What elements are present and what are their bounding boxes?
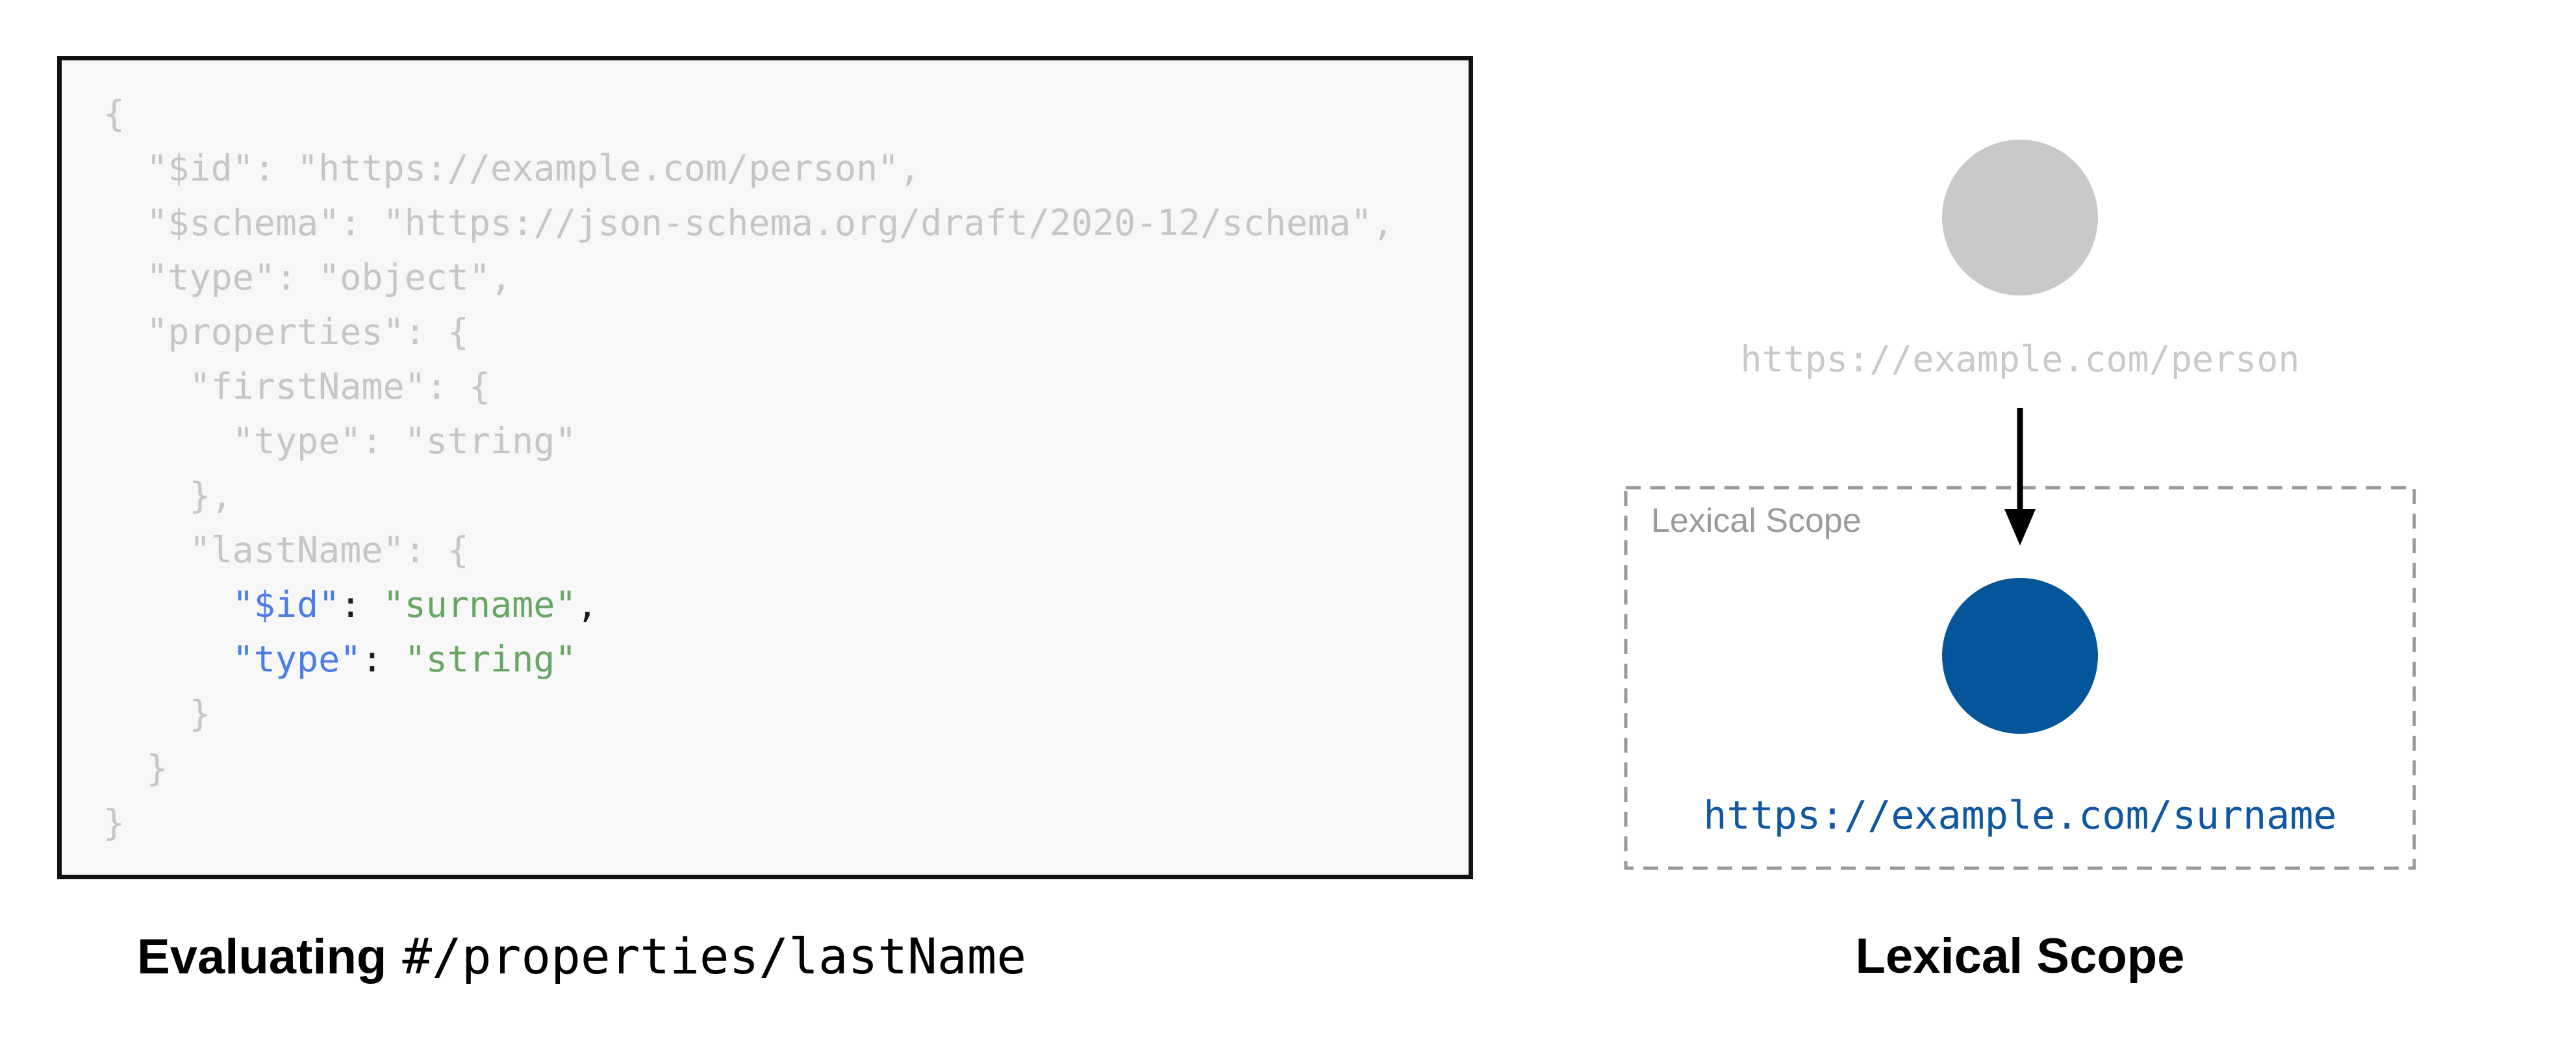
code-token xyxy=(103,584,233,625)
left-caption: Evaluating #/properties/lastName xyxy=(137,927,1026,986)
code-line: { xyxy=(103,86,1453,141)
code-token: "$schema": "https://json-schema.org/draf… xyxy=(103,202,1394,244)
code-token: , xyxy=(576,584,598,625)
code-line: "lastName": { xyxy=(103,523,1453,577)
child-schema-node xyxy=(1942,578,2098,734)
code-token: "type": "string" xyxy=(103,420,577,462)
code-token: "$id" xyxy=(232,584,340,625)
code-token xyxy=(103,638,233,680)
code-line: "$schema": "https://json-schema.org/draf… xyxy=(103,195,1453,250)
json-schema-code-box: { "$id": "https://example.com/person", "… xyxy=(57,56,1473,879)
code-line: } xyxy=(103,686,1453,741)
code-line: }, xyxy=(103,468,1453,523)
left-caption-json-pointer: #/properties/lastName xyxy=(402,927,1027,985)
code-line: } xyxy=(103,795,1453,850)
code-line: "$id": "surname", xyxy=(103,577,1453,632)
child-uri-label: https://example.com/surname xyxy=(1703,793,2337,838)
code-token: "$id": "https://example.com/person", xyxy=(103,147,921,189)
code-token: "surname" xyxy=(383,584,577,625)
code-token: } xyxy=(103,802,125,844)
code-token: : xyxy=(340,584,383,625)
arrow-down-icon xyxy=(2004,408,2036,545)
dashed-border xyxy=(1624,486,2416,870)
code-token: "firstName": { xyxy=(103,366,491,407)
code-block: { "$id": "https://example.com/person", "… xyxy=(62,60,1469,850)
code-line: "type": "object", xyxy=(103,250,1453,305)
parent-schema-node xyxy=(1942,140,2098,295)
code-line: "firstName": { xyxy=(103,359,1453,414)
lexical-scope-box: Lexical Scope xyxy=(1624,486,2416,870)
code-token: "type" xyxy=(232,638,362,680)
lexical-scope-box-label: Lexical Scope xyxy=(1651,502,1862,540)
code-line: "$id": "https://example.com/person", xyxy=(103,141,1453,195)
parent-uri-label: https://example.com/person xyxy=(1740,338,2300,380)
code-token: } xyxy=(103,693,211,734)
code-token: } xyxy=(103,747,168,789)
code-token: : xyxy=(361,638,405,680)
right-caption: Lexical Scope xyxy=(1855,929,2185,984)
code-line: "type": "string" xyxy=(103,632,1453,686)
code-line: "properties": { xyxy=(103,305,1453,359)
code-token: "lastName": { xyxy=(103,529,469,571)
code-token: "type": "object", xyxy=(103,257,512,298)
code-token: { xyxy=(103,93,125,134)
code-token: "string" xyxy=(404,638,577,680)
code-line: } xyxy=(103,741,1453,795)
code-token: }, xyxy=(103,475,233,516)
code-token: "properties": { xyxy=(103,311,469,353)
code-line: "type": "string" xyxy=(103,414,1453,468)
left-caption-bold-text: Evaluating xyxy=(137,929,387,984)
